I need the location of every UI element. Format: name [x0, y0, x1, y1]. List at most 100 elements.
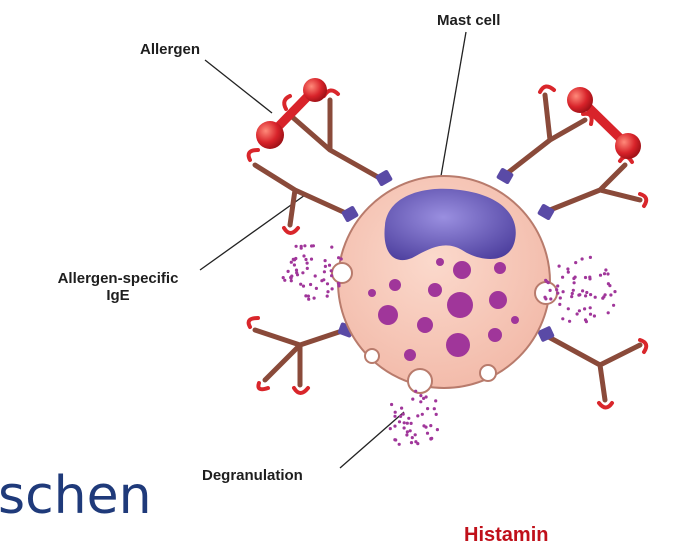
- label-degranulation: Degranulation: [202, 467, 303, 484]
- granule-dot: [337, 256, 340, 259]
- granule-dot: [295, 245, 298, 248]
- granule-dot: [584, 276, 587, 279]
- granule-dot: [414, 433, 417, 436]
- granule-dot: [594, 296, 597, 299]
- granule-dot: [290, 275, 293, 278]
- granule-dot: [406, 430, 409, 433]
- ige-antibody-top-right-2: [545, 165, 640, 212]
- granule-dot: [306, 267, 309, 270]
- granule-dot: [574, 261, 577, 264]
- granule-dot: [282, 276, 285, 279]
- granule-dot: [328, 264, 331, 267]
- granule-dot: [549, 297, 552, 300]
- label-allergen-specific-line1: Allergen-specific: [38, 270, 198, 287]
- granule-dot: [287, 270, 290, 273]
- ige-antibody-top-left-2: [255, 165, 350, 225]
- granule-dot: [299, 283, 302, 286]
- granule-dot: [584, 318, 587, 321]
- granule-dot: [306, 262, 309, 265]
- granule-dot: [402, 413, 405, 416]
- granule-dot: [293, 263, 296, 266]
- granule-dot: [410, 422, 413, 425]
- granule-dot: [411, 398, 414, 401]
- granule-dot: [584, 294, 587, 297]
- label-allergen-specific-line2: IgE: [38, 287, 198, 304]
- granule-dot: [302, 254, 305, 257]
- granule-dot: [292, 258, 295, 261]
- granule-dot: [581, 257, 584, 260]
- granule-dot: [394, 411, 397, 414]
- granule-dot: [606, 272, 609, 275]
- granule-dot: [406, 422, 409, 425]
- granule-dot: [331, 287, 334, 290]
- histamin-label: Histamin: [464, 524, 548, 547]
- granule-dot: [607, 282, 610, 285]
- granule-dot: [583, 307, 586, 310]
- granule-dot: [398, 443, 401, 446]
- granule-dot: [556, 284, 559, 287]
- leader-allergen: [205, 60, 272, 113]
- granule-dot: [393, 425, 396, 428]
- granule-dot: [426, 407, 429, 410]
- granule-dot: [589, 313, 592, 316]
- granule-dot: [304, 258, 307, 261]
- granule-dot: [324, 259, 327, 262]
- granule-dot: [407, 417, 410, 420]
- granule-dot: [389, 427, 392, 430]
- granule-dot: [436, 428, 439, 431]
- granule-dot: [435, 413, 438, 416]
- granule-dot: [544, 279, 547, 282]
- granule-dot: [283, 279, 286, 282]
- granule-dot: [433, 407, 436, 410]
- granule-dot: [419, 400, 422, 403]
- granule-dot: [310, 258, 313, 261]
- granule-dot: [612, 304, 615, 307]
- granule-dot: [549, 289, 552, 292]
- granule-dot: [434, 399, 437, 402]
- granule-dot: [570, 295, 573, 298]
- granule-dot: [419, 394, 422, 397]
- granule-dot: [604, 268, 607, 271]
- granule-dot: [581, 289, 584, 292]
- label-mast-cell: Mast cell: [437, 12, 500, 29]
- granule-dot: [429, 424, 432, 427]
- granule-dot: [559, 296, 562, 299]
- granule-dot: [555, 288, 558, 291]
- granule-dot: [337, 284, 340, 287]
- granule-dot: [315, 287, 318, 290]
- granule-dot: [290, 261, 293, 264]
- granule-dot: [290, 279, 293, 282]
- granule-dot: [405, 433, 408, 436]
- granule-dot: [422, 424, 425, 427]
- granule-dot: [599, 274, 602, 277]
- granule-dot: [301, 271, 304, 274]
- label-allergen-specific-ige: Allergen-specific IgE: [38, 270, 198, 304]
- granule-dot: [574, 276, 577, 279]
- granule-dot: [410, 441, 413, 444]
- granule-dot: [556, 292, 559, 295]
- granule-dot: [566, 267, 569, 270]
- granule-dot: [393, 415, 396, 418]
- degranulation-pit-bottom-left: [365, 349, 379, 363]
- granule-dot: [558, 303, 561, 306]
- granule-dot: [398, 420, 401, 423]
- degranulation-pit-right: [535, 282, 557, 304]
- granule-dot: [416, 414, 419, 417]
- granule-dot: [326, 282, 329, 285]
- granule-dot: [300, 245, 303, 248]
- granule-dot: [314, 274, 317, 277]
- granule-dot: [572, 289, 575, 292]
- granule-dot: [426, 432, 429, 435]
- granule-dot: [390, 403, 393, 406]
- ige-antibody-top-left-1: [290, 100, 383, 180]
- granule-dot: [585, 291, 588, 294]
- granule-dot: [310, 244, 313, 247]
- granule-dot: [589, 306, 592, 309]
- granule-dot: [607, 311, 610, 314]
- granule-dot: [571, 292, 574, 295]
- granule-dot: [576, 312, 579, 315]
- granule-dot: [589, 256, 592, 259]
- granule-dot: [593, 314, 596, 317]
- granule-dot: [561, 276, 564, 279]
- granule-dot: [313, 297, 316, 300]
